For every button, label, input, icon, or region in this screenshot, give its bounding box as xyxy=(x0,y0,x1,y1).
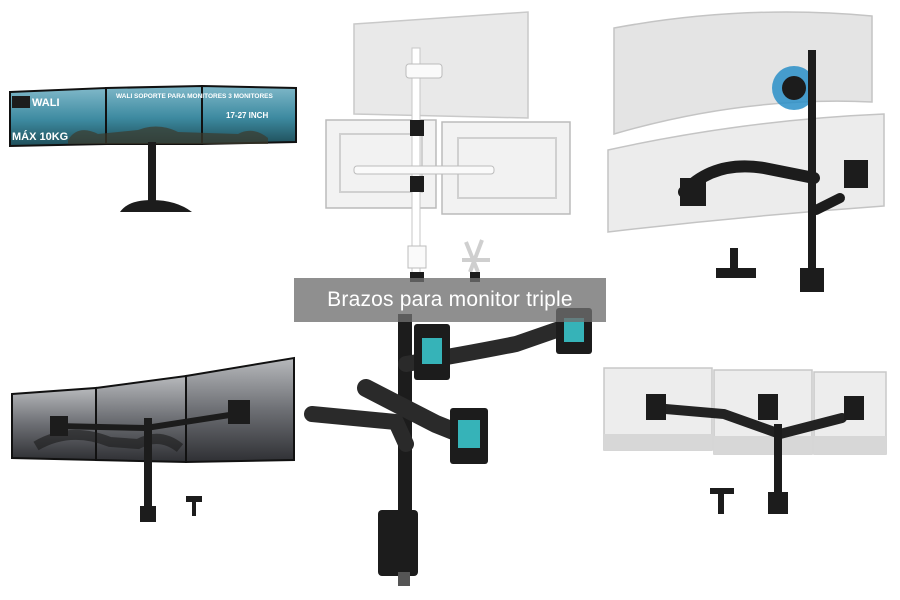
wali-size-range: 17-27 INCH xyxy=(226,111,268,120)
product-triple-arm-clamp[interactable] xyxy=(10,356,296,540)
desk-clamp xyxy=(378,510,418,576)
white-arm xyxy=(353,165,495,175)
product-curved-stacked-pole[interactable] xyxy=(604,10,888,295)
silver-arm-illustration xyxy=(603,367,887,514)
middle-arm xyxy=(357,379,465,441)
white-pole-illustration xyxy=(325,11,571,282)
silver-gas-arm xyxy=(649,403,847,440)
wali-screen-heading: WALI SOPORTE PARA MONITORES 3 MONITORES xyxy=(116,93,274,100)
curved-pole-illustration xyxy=(607,11,885,292)
stand-pole xyxy=(148,142,156,204)
title-banner: Brazos para monitor triple xyxy=(294,278,606,322)
product-wali-triple-stand[interactable]: WALI WALI SOPORTE PARA MONITORES 3 MONIT… xyxy=(8,84,300,219)
top-curved-monitor xyxy=(613,11,873,136)
banner-title: Brazos para monitor triple xyxy=(327,288,573,311)
clamp-pole xyxy=(144,418,152,508)
wali-logo xyxy=(12,96,30,108)
wali-stand-illustration: WALI WALI SOPORTE PARA MONITORES 3 MONIT… xyxy=(9,84,297,212)
wali-brand: WALI xyxy=(32,97,60,109)
product-white-stacked-pole[interactable] xyxy=(325,10,576,285)
bottom-curved-monitor xyxy=(607,113,885,233)
lower-arm xyxy=(304,406,414,452)
wali-max-load: MÁX 10KG xyxy=(12,130,68,143)
product-gas-spring-triple-arm[interactable] xyxy=(304,304,610,594)
white-pole xyxy=(411,47,421,281)
center-monitor xyxy=(95,374,187,464)
gas-arm-illustration xyxy=(304,308,592,586)
triple-arm-illustration xyxy=(11,356,295,522)
product-silver-triple-arm[interactable] xyxy=(603,364,888,524)
silver-arm-pole xyxy=(774,424,782,500)
stand-base xyxy=(120,200,192,212)
right-monitor xyxy=(201,84,297,146)
black-pole xyxy=(808,50,816,286)
